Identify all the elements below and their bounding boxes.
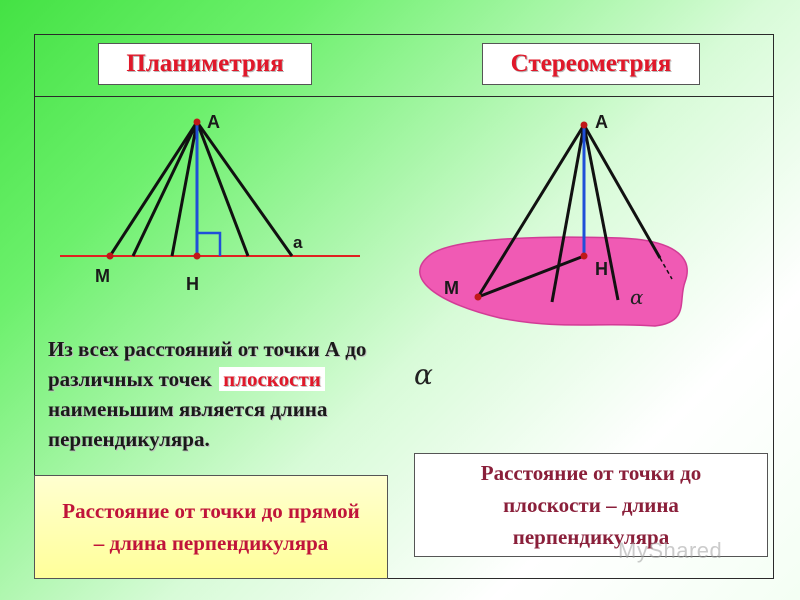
definition-line-text: Расстояние от точки до прямой – длина пе… — [62, 499, 360, 555]
statement-line-3: наименьшим является длина — [48, 397, 328, 421]
label-line-a: a — [293, 233, 303, 252]
oblique-1 — [131, 121, 199, 257]
alpha-glyph: α — [414, 360, 433, 390]
label-h: H — [186, 274, 199, 294]
label-m: M — [444, 278, 459, 298]
point-a — [193, 118, 201, 126]
oblique-2 — [170, 121, 199, 257]
point-h — [193, 252, 201, 260]
point-m — [106, 252, 114, 260]
alpha-symbol: α — [414, 360, 433, 390]
oblique-2 — [582, 124, 620, 301]
point-h — [580, 252, 588, 260]
label-m: M — [95, 266, 110, 286]
label-a: A — [595, 112, 608, 132]
oblique-3 — [195, 121, 250, 257]
statement-line-4: перпендикуляра. — [48, 427, 210, 451]
oblique-4 — [195, 121, 294, 257]
label-alpha: α — [630, 285, 644, 309]
theorem-statement: Из всех расстояний от точки А до различн… — [48, 334, 468, 454]
label-h: H — [595, 259, 608, 279]
point-m — [474, 293, 482, 301]
stereometry-title: Стереометрия — [482, 43, 700, 85]
definition-plane-text: Расстояние от точки до плоскости – длина… — [480, 461, 702, 549]
watermark: MyShared — [618, 538, 723, 563]
slide-frame — [34, 34, 774, 579]
frame-divider — [34, 96, 774, 97]
definition-line-box: Расстояние от точки до прямой – длина пе… — [34, 475, 388, 579]
statement-line-1: Из всех расстояний от точки А до — [48, 337, 367, 361]
oblique-1 — [550, 124, 586, 303]
plane-alpha — [419, 236, 688, 327]
definition-plane-box: Расстояние от точки до плоскости – длина… — [414, 453, 768, 557]
right-angle-mark — [197, 231, 222, 256]
segment-mh — [477, 254, 585, 299]
label-a: A — [207, 112, 220, 132]
statement-highlight: плоскости — [219, 367, 325, 391]
planimetry-title: Планиметрия — [98, 43, 312, 85]
statement-line-2-start: различных точек — [48, 367, 212, 391]
point-a — [580, 121, 588, 129]
statement-line-2: различных точек плоскости — [48, 364, 468, 394]
segment-am — [476, 124, 586, 298]
segment-am — [108, 121, 199, 257]
oblique-3 — [582, 124, 662, 259]
